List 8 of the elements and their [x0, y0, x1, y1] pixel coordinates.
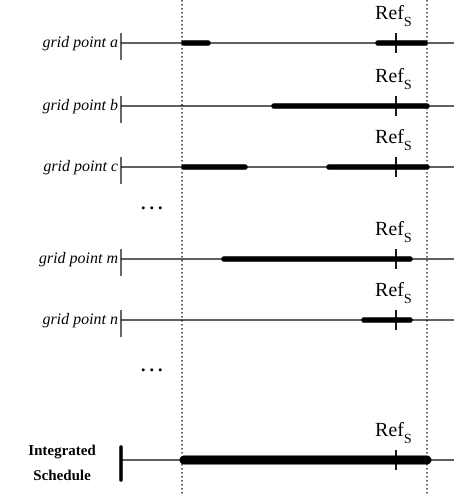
row-label: grid point c [43, 157, 118, 177]
ellipsis: ... [141, 356, 166, 374]
row-label: grid point a [42, 33, 118, 53]
row-label: grid point b [42, 96, 118, 116]
row-label: grid point n [42, 310, 118, 330]
ellipsis: ... [141, 194, 166, 212]
row-label: grid point m [38, 249, 118, 269]
row-label: Integrated Schedule [27, 442, 97, 486]
